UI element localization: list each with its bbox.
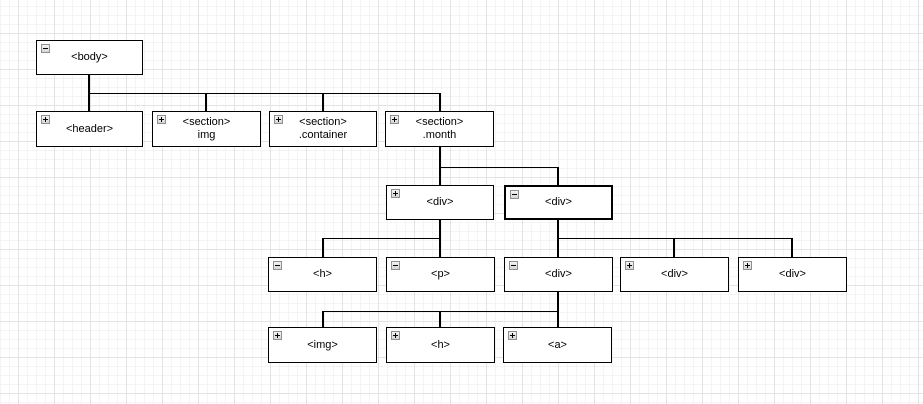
node-tag-text: <body> <box>71 51 108 63</box>
connector-line <box>673 237 675 258</box>
expand-icon[interactable] <box>391 189 400 198</box>
tree-node-body[interactable]: <body> <box>36 40 143 75</box>
node-label: <h> <box>313 268 332 281</box>
node-selector-text: img <box>197 129 216 141</box>
tree-node-section-container[interactable]: <section>.container <box>269 111 377 147</box>
node-label: <a> <box>548 339 567 352</box>
node-label: <h> <box>431 339 450 352</box>
connector-line <box>205 92 207 112</box>
tree-node-p-1[interactable]: <p> <box>386 257 495 292</box>
expand-icon[interactable] <box>273 331 282 340</box>
tree-node-h-1[interactable]: <h> <box>268 257 377 292</box>
connector-line <box>439 310 441 328</box>
tree-node-section-month[interactable]: <section>.month <box>385 111 494 147</box>
connector-line <box>439 147 441 186</box>
node-tag-text: <section> <box>415 116 464 128</box>
node-label: <div> <box>545 196 572 209</box>
tree-node-div-left[interactable]: <div> <box>386 185 494 220</box>
node-label: <div> <box>779 268 806 281</box>
node-tag-text: <div> <box>545 268 572 280</box>
expand-icon[interactable] <box>625 261 634 270</box>
connector-line <box>322 92 324 112</box>
tree-node-h-2[interactable]: <h> <box>386 327 495 363</box>
node-label: <p> <box>431 268 450 281</box>
tree-node-div-5[interactable]: <div> <box>738 257 847 292</box>
expand-icon[interactable] <box>743 261 752 270</box>
node-tag-text: <div> <box>426 196 454 208</box>
connector-line <box>557 292 559 328</box>
node-selector-text: .container <box>298 129 348 141</box>
node-label: <div> <box>427 196 454 209</box>
connector-line <box>557 237 793 239</box>
tree-node-div-4[interactable]: <div> <box>620 257 729 292</box>
node-label: <div> <box>661 268 688 281</box>
connector-line <box>439 92 441 112</box>
connector-line <box>322 237 324 258</box>
collapse-icon[interactable] <box>391 261 400 270</box>
node-tag-text: <p> <box>431 268 450 280</box>
node-label: <section>.month <box>416 116 464 142</box>
connector-line <box>322 310 324 328</box>
node-label: <div> <box>545 268 572 281</box>
node-tag-text: <img> <box>307 338 338 351</box>
node-tag-text: <h> <box>313 268 332 280</box>
node-tag-text: <div> <box>661 268 688 280</box>
tree-node-div-right[interactable]: <div> <box>504 185 613 220</box>
node-tag-text: <div> <box>545 196 572 208</box>
node-label: <body> <box>71 51 108 64</box>
node-label: <section>img <box>183 116 231 142</box>
expand-icon[interactable] <box>391 331 400 340</box>
expand-icon[interactable] <box>274 115 283 124</box>
collapse-icon[interactable] <box>510 190 519 199</box>
node-tag-text: <section> <box>299 116 347 128</box>
connector-line <box>322 237 441 239</box>
node-tag-text: <section> <box>182 116 231 128</box>
expand-icon[interactable] <box>157 115 166 124</box>
tree-node-a-1[interactable]: <a> <box>503 327 612 363</box>
connector-line <box>439 166 559 168</box>
tree-node-section-img[interactable]: <section>img <box>152 111 261 147</box>
node-tag-text: <a> <box>548 338 567 351</box>
tree-node-header[interactable]: <header> <box>36 111 143 147</box>
tree-node-img-1[interactable]: <img> <box>268 327 377 363</box>
node-label: <img> <box>307 339 338 352</box>
connector-line <box>557 166 559 186</box>
node-selector-text: .month <box>422 129 457 141</box>
node-tag-text: <div> <box>779 268 806 280</box>
node-label: <section>.container <box>299 116 347 142</box>
collapse-icon[interactable] <box>509 261 518 270</box>
collapse-icon[interactable] <box>41 44 50 53</box>
node-tag-text: <h> <box>431 338 450 351</box>
expand-icon[interactable] <box>508 331 517 340</box>
node-tag-text: <header> <box>65 122 114 135</box>
connector-line <box>88 92 441 94</box>
connector-line <box>791 237 793 258</box>
tree-node-div-mid[interactable]: <div> <box>504 257 613 292</box>
collapse-icon[interactable] <box>273 261 282 270</box>
node-label: <header> <box>66 123 113 136</box>
expand-icon[interactable] <box>41 115 50 124</box>
expand-icon[interactable] <box>390 115 399 124</box>
